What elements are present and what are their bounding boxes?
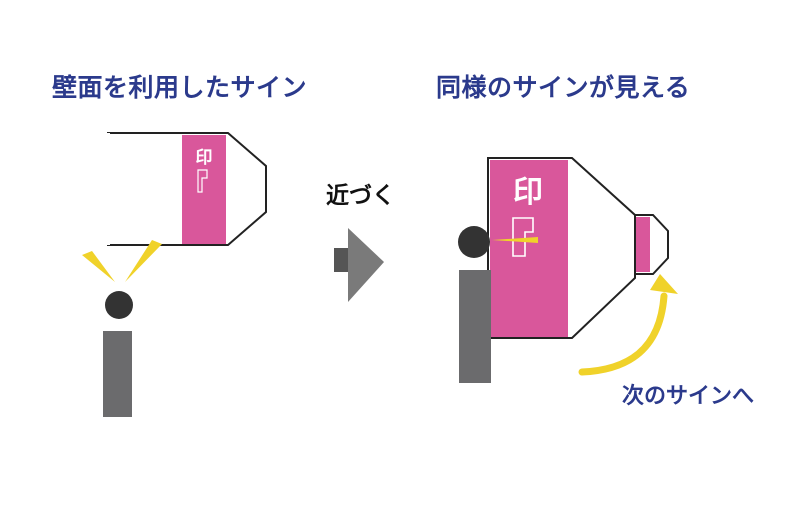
approach-arrow-icon — [334, 228, 384, 302]
right-sign-pictogram — [512, 217, 534, 257]
left-person-icon — [103, 291, 133, 417]
right-person-icon — [458, 226, 491, 383]
left-person-head — [105, 291, 133, 319]
left-panel-title: 壁面を利用したサイン — [52, 73, 308, 102]
left-sign-panel — [182, 135, 226, 244]
left-sign-pictogram — [197, 169, 208, 193]
right-person-head — [458, 226, 490, 258]
left-sign-glyph: 印 — [196, 148, 213, 168]
approach-caption: 近づく — [326, 183, 395, 209]
right-sign-glyph: 印 — [513, 175, 543, 210]
right-sign-panel — [490, 160, 568, 337]
left-sight-line-left — [82, 251, 115, 282]
next-sign-caption: 次のサインへ — [622, 384, 755, 409]
left-sight-line-right — [125, 240, 162, 282]
left-person-body — [103, 331, 132, 417]
left-wall-sign: 印 — [182, 135, 226, 244]
next-sign-arrow-icon — [578, 274, 678, 376]
next-sign-panel — [636, 217, 650, 272]
right-wall-sign: 印 — [490, 160, 568, 337]
right-panel-title: 同様のサインが見える — [436, 73, 691, 102]
right-person-body — [459, 270, 491, 383]
right-sight-line — [492, 237, 538, 243]
